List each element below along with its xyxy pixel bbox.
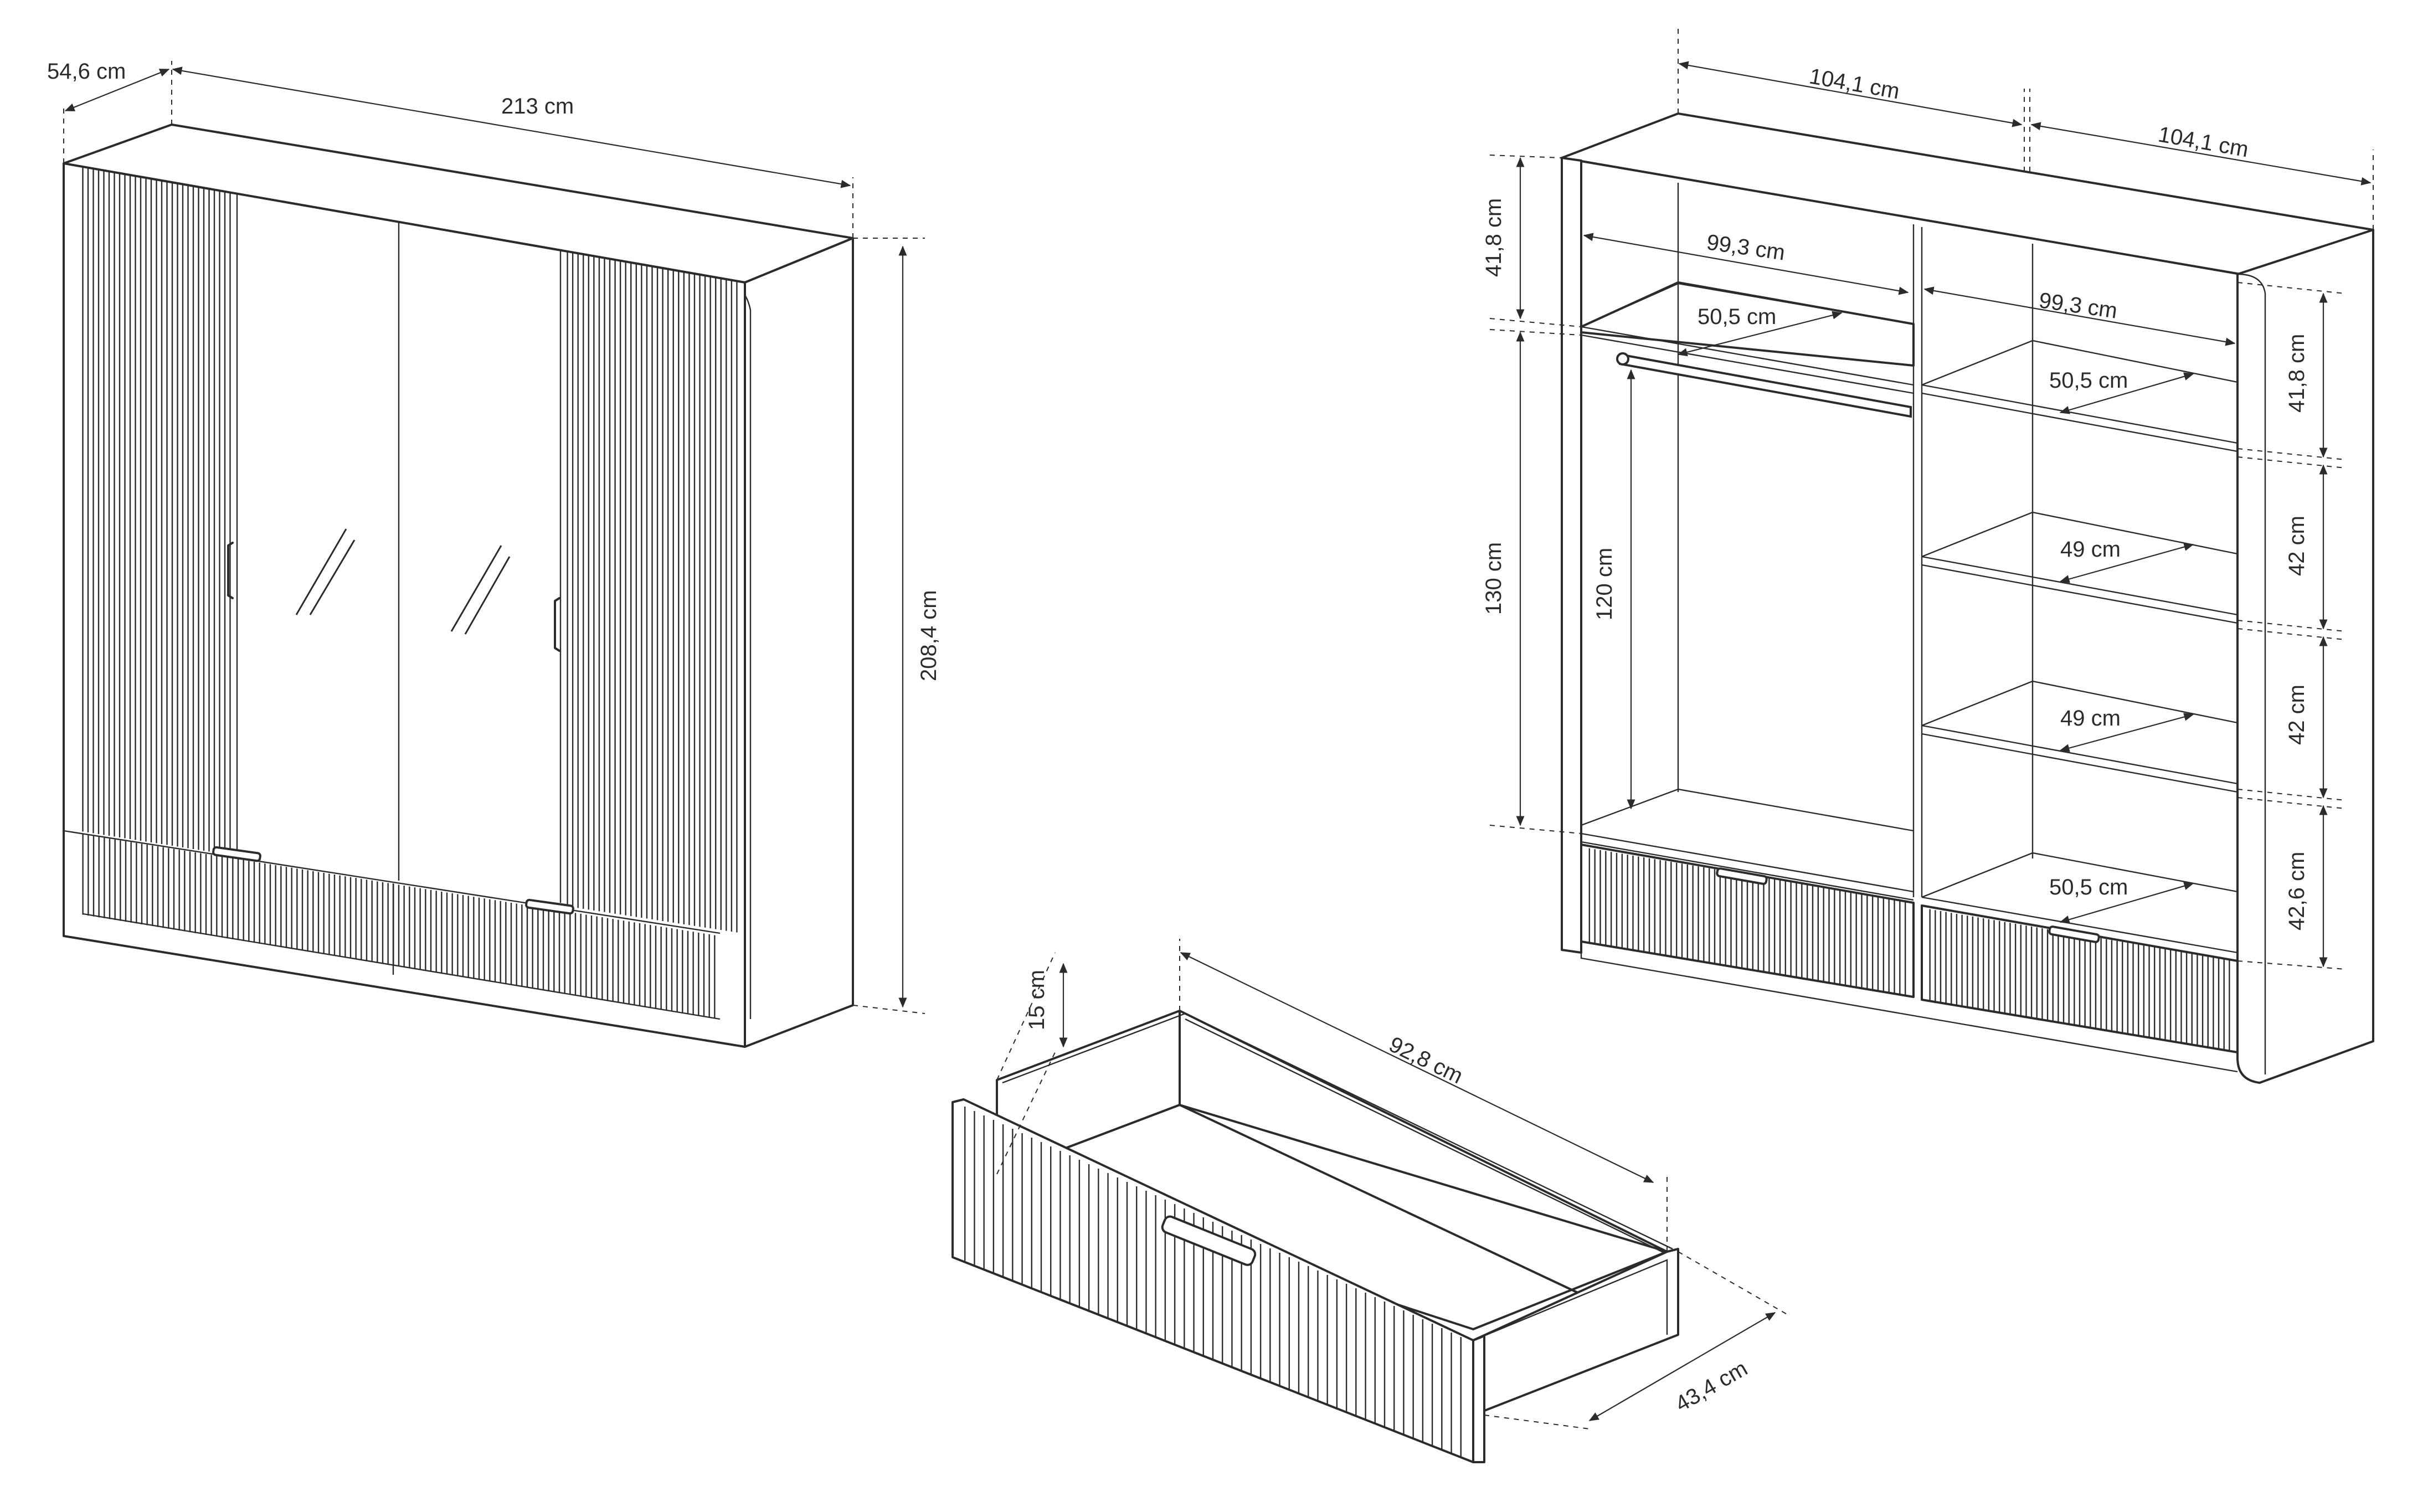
interior-right-panel [2236,229,2374,1084]
dim-shelf-depth [2059,372,2194,414]
drawer-handle [2048,925,2100,943]
wardrobe-front-face [63,162,746,1048]
dim-shelf-width-right [1923,286,2236,346]
interior-side-curve [2237,273,2266,1074]
interior-left-panel [1561,157,1582,954]
dim-depth [64,68,170,112]
drawer-view: 15 cm 92,8 cm 43,4 cm [951,939,1789,1463]
dim-top-section-label: 41,8 cm [1482,198,1506,277]
dim-shelf-width-left-label: 99,3 cm [1705,230,1787,265]
ext-line [2237,282,2346,294]
floor-left [1581,788,1914,832]
ext-line [2237,448,2346,460]
ext-line [1484,1415,1590,1429]
dim-width [172,66,851,188]
shelf-right-3 [1921,680,2238,727]
drawer-handle [212,846,261,862]
dim-rail-height-label: 120 cm [1592,548,1617,620]
dim-shelf-depth [1677,311,1843,357]
ext-line [996,1052,1056,1175]
plinth-edge [83,913,721,1020]
dim-shelf-depth-label: 49 cm [2060,706,2121,731]
dim-width-left [1678,61,2023,127]
shelf-right-3-edge [1921,724,2238,793]
dim-width-label: 213 cm [501,94,574,119]
drawer-front-edge [1472,1335,1485,1463]
interior-plinth [1580,942,2238,1073]
dim-height-label: 208,4 cm [917,590,941,681]
fluted-doors [82,167,738,933]
rail-end [1616,352,1629,366]
drawer-handle [1161,1215,1257,1266]
wardrobe-right-side [744,237,854,1048]
dim-drawer-depth-label: 43,4 cm [1671,1356,1752,1417]
drawer-right-panel [1472,1248,1679,1416]
dim-depth-label: 54,6 cm [47,59,126,84]
dim-right-h3-label: 42 cm [2285,685,2309,745]
dim-drawer-height-label: 15 cm [1025,970,1049,1030]
ext-line [2237,797,2346,809]
shelf-right-1-edge [1921,384,2238,452]
ext-line [996,952,1056,1081]
dim-width-right-label: 104,1 cm [2156,122,2250,162]
dim-shelf-depth-label: 49 cm [2060,537,2121,562]
dim-shelf-depth [2059,882,2194,924]
dim-shelf-depth [2059,713,2194,752]
dim-drawer-length-label: 92,8 cm [1385,1032,1467,1089]
drawer-top-edge [63,830,721,934]
dim-shelf-depth-label: 50,5 cm [2049,875,2128,899]
shelf-right-2-edge [1921,556,2238,624]
dim-shelf-width-right-label: 99,3 cm [2038,288,2119,323]
door-handle [227,542,234,599]
ext-line [852,1005,925,1014]
mirror-glare [450,545,511,635]
floor-left-edge [1581,832,1914,901]
drawer-handle [1716,867,1768,885]
wardrobe-front-view: 54,6 cm 213 cm 208,4 cm [47,59,941,1048]
interior-top-edge [1581,160,2238,275]
dim-shelf-width-left [1583,233,1909,295]
ext-line [2237,456,2346,469]
shelf-right-2 [1921,511,2238,558]
mirror-glare [295,528,356,615]
dim-hanging-section-label: 130 cm [1482,542,1506,615]
dim-shelf-depth [2059,543,2194,583]
dim-right-h1-label: 41,8 cm [2285,334,2309,413]
fluted-drawers [82,834,716,1019]
ext-line [1678,1251,1789,1316]
dim-width-left-label: 104,1 cm [1807,64,1901,104]
ext-line [2237,620,2346,632]
ext-line [2237,960,2346,970]
ext-line [2237,628,2346,640]
floor-right [1921,852,2238,898]
drawer-handle [525,898,574,915]
dim-shelf-depth-label: 50,5 cm [1698,305,1776,329]
dim-shelf-depth-label: 50,5 cm [2049,368,2128,393]
dim-right-h4-label: 42,6 cm [2285,852,2309,930]
wardrobe-interior-view: 104,1 cm 104,1 cm 99,3 cm 99,3 cm 50,5 c… [1482,28,2374,1084]
dim-right-h2-label: 42 cm [2285,516,2309,576]
interior-drawer-flutes [1588,848,2230,1051]
ext-line [1489,155,1562,158]
dim-drawer-length [1180,952,1654,1183]
dim-drawer-depth [1588,1312,1776,1421]
door-handle [554,597,560,652]
dim-width-right [2030,122,2372,186]
ext-line [2237,789,2346,801]
drawer-inner-edge [1473,1259,1668,1341]
